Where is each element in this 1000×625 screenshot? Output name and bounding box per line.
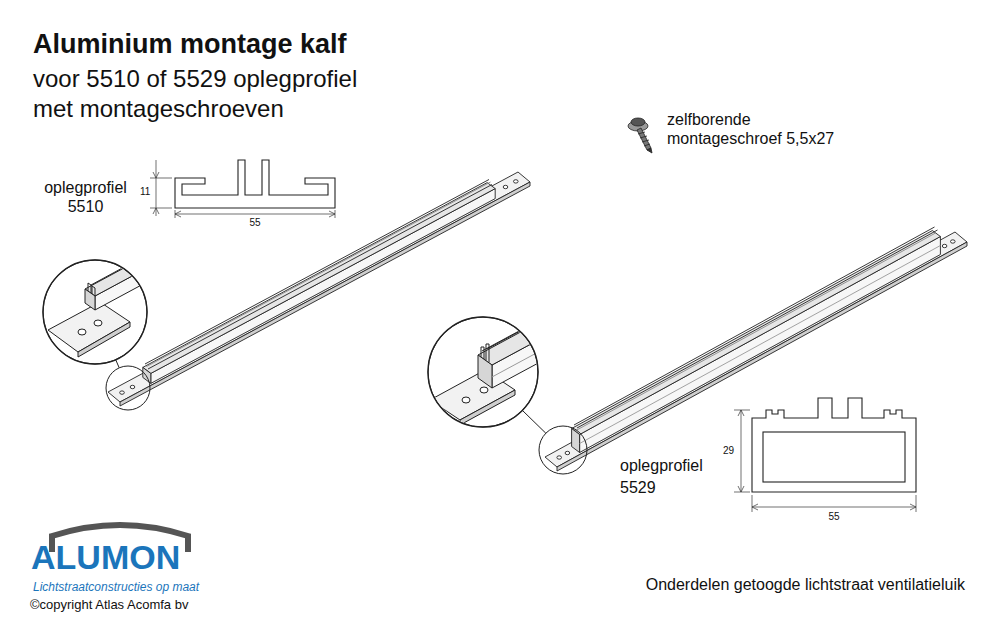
- dimension-lines-5510-part: [175, 211, 335, 217]
- dimension-lines-5529-part: [752, 504, 916, 510]
- detail-callout-5510-part: [43, 260, 147, 364]
- profile-name: oplegprofiel 5510: [38, 178, 133, 216]
- rail-5529-part: [565, 451, 570, 454]
- diagram-title: Aluminium montage kalf: [33, 28, 347, 60]
- rail-5529-part: [580, 246, 941, 444]
- dimension-value: 55: [814, 511, 854, 523]
- rail-5529-part: [942, 244, 947, 247]
- rail-5510-part: [503, 185, 508, 188]
- detail-callout-5529-part-part: [480, 387, 488, 393]
- detail-callout-5529-part: [539, 426, 587, 474]
- detail-callout-5529-part: [430, 315, 555, 425]
- dimension-lines-5510: [150, 160, 335, 218]
- dimension-lines-5529-part: [752, 507, 916, 508]
- logo-text: ALUMON: [31, 539, 180, 575]
- subtitle: voor 5510 of 5529 oplegprofiel met monta…: [33, 64, 378, 124]
- detail-callout-5510-part-part: [78, 329, 86, 335]
- rail-5510-part: [145, 180, 489, 365]
- dimension-lines-5510-part: [150, 208, 172, 209]
- detail-callout-5529-part: [428, 317, 538, 427]
- rail-5510-part: [130, 385, 135, 388]
- detail-callout-5529: [428, 315, 587, 474]
- dimension-lines-5510-part: [175, 214, 335, 215]
- dimension-lines-5529-part: [734, 410, 750, 411]
- rail-5529-part: [557, 456, 562, 459]
- dimension-value: 29: [723, 445, 734, 457]
- screw-icon-part: [631, 118, 645, 126]
- profile-5510-section: [175, 160, 335, 208]
- diagram-caption: Onderdelen getoogde lichtstraat ventilat…: [646, 575, 965, 594]
- dimension-value: 11: [140, 186, 150, 198]
- rail-5510-part: [120, 391, 125, 394]
- logo-tagline: Lichtstraatconstructies op maat: [33, 580, 199, 595]
- detail-callout-5529-part: [522, 410, 545, 433]
- rail-5529-part: [951, 240, 956, 243]
- profile-5510-section-part: [175, 160, 335, 208]
- detail-callout-5510-part-part: [85, 289, 95, 310]
- rail-5529-part: [557, 242, 967, 471]
- detail-callout-5510-part: [116, 360, 120, 368]
- dimension-lines-5529-part: [916, 495, 917, 512]
- part-name: zelfborende montageschroef 5,5x27: [667, 110, 862, 148]
- rail-5529-part: [575, 233, 936, 431]
- detail-callout-5510-part-part: [78, 322, 130, 357]
- detail-callout-5510-part-part: [94, 320, 102, 326]
- rail-5529-part: [574, 227, 935, 425]
- rail-5529-part: [545, 232, 967, 467]
- detail-callout-5510-part: [48, 253, 160, 357]
- rail-5529-part: [577, 230, 938, 428]
- rail-5510-part: [143, 367, 151, 383]
- dimension-lines-5529-part: [738, 410, 744, 492]
- detail-callout-5529-part-part: [462, 397, 470, 403]
- profile-5529-section-part: [752, 398, 916, 492]
- profile-name: oplegprofiel 5529: [620, 455, 715, 499]
- detail-callout-5529-part-part: [481, 315, 550, 362]
- rail-5510-part: [514, 180, 519, 183]
- dimension-lines-5529-part: [741, 410, 742, 492]
- dimension-lines-5510-part: [150, 178, 172, 179]
- detail-callout-5510-part-part: [48, 302, 130, 352]
- detail-callout-5510-part-part: [92, 286, 95, 296]
- dimension-lines-5510-part: [153, 172, 159, 214]
- screw-icon-part: [638, 132, 650, 146]
- profile-5529-section-part: [763, 432, 905, 482]
- detail-callout-5529-part-part: [478, 355, 492, 388]
- detail-callout-5529-part-part: [460, 390, 515, 425]
- dimension-lines-5529-part: [752, 495, 753, 512]
- dimension-value: 55: [235, 217, 275, 229]
- rail-5529: [545, 227, 967, 471]
- detail-callout-5510-part: [43, 260, 147, 364]
- screw-icon-part: [647, 148, 652, 153]
- detail-callout-5510-part: [106, 366, 150, 410]
- screw-icon-part: [637, 128, 651, 150]
- detail-callout-5529-part-part: [492, 343, 555, 377]
- dimension-lines-5529-part: [734, 492, 750, 493]
- profile-5529-section: [752, 398, 916, 492]
- rail-5529-part: [572, 231, 941, 435]
- detail-callout-5510: [43, 253, 160, 410]
- rail-5529-part: [580, 237, 941, 453]
- screw-icon: [628, 118, 652, 153]
- copyright-note: ©copyright Atlas Acomfa bv: [30, 597, 188, 613]
- dimension-lines-5529: [734, 410, 916, 512]
